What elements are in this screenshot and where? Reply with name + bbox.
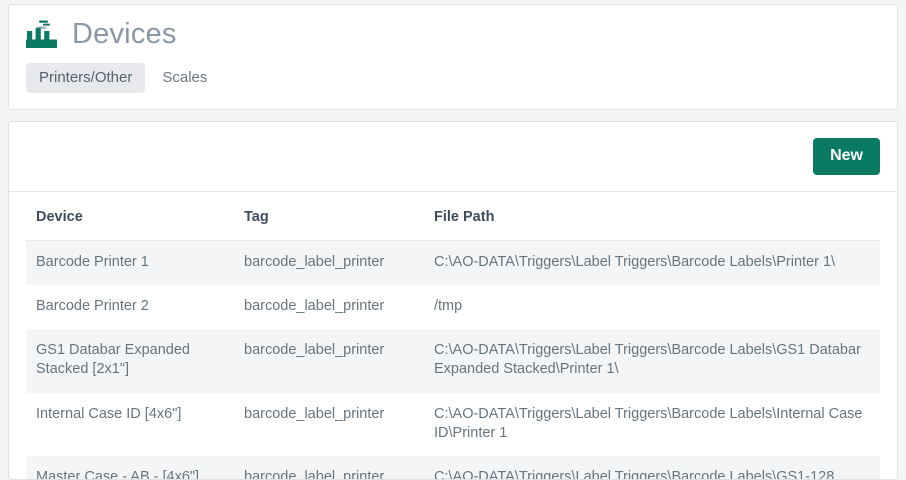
tab-bar: Printers/Other Scales [25,63,881,93]
column-header-device[interactable]: Device [26,192,234,241]
tab-scales[interactable]: Scales [162,69,208,86]
cell-device: Barcode Printer 2 [36,298,149,315]
table-row[interactable]: Master Case - AB - [4x6"] barcode_label_… [26,455,880,479]
table-header-row: Device Tag File Path [26,192,880,241]
cell-filepath: C:\AO-DATA\Triggers\Label Triggers\Barco… [424,329,880,393]
table-scroll-area[interactable]: Device Tag File Path Barcode Printer 1 b… [9,192,897,479]
table-row[interactable]: Internal Case ID [4x6"] barcode_label_pr… [26,393,880,456]
cell-device: Barcode Printer 1 [26,240,234,286]
table-row[interactable]: GS1 Databar Expanded Stacked [2x1"] barc… [26,329,880,393]
cell-filepath: C:\AO-DATA\Triggers\Label Triggers\Barco… [434,405,863,441]
cell-filepath: C:\AO-DATA\Triggers\Label Triggers\Barco… [424,455,880,479]
tab-printers-other[interactable]: Printers/Other [26,63,146,93]
table-row[interactable]: Barcode Printer 2 barcode_label_printer … [26,285,880,329]
devices-table-card: New Device Tag File Path [8,121,898,480]
cell-tag: barcode_label_printer [244,405,385,422]
cell-device: GS1 Databar Expanded Stacked [2x1"] [26,329,234,393]
cell-tag: barcode_label_printer [234,455,424,479]
title-row: Devices [25,19,881,49]
table-row[interactable]: Barcode Printer 1 barcode_label_printer … [26,240,880,286]
table-head: Device Tag File Path [26,192,880,241]
cell-tag: barcode_label_printer [244,298,385,315]
table-body: Barcode Printer 1 barcode_label_printer … [26,240,880,479]
column-header-filepath[interactable]: File Path [424,192,880,241]
cell-filepath: /tmp [434,298,463,315]
cell-tag: barcode_label_printer [234,329,424,393]
table-toolbar: New [9,122,897,192]
cell-tag: barcode_label_printer [234,240,424,286]
cell-device: Internal Case ID [4x6"] [36,405,182,422]
cell-filepath: C:\AO-DATA\Triggers\Label Triggers\Barco… [424,240,880,286]
new-button[interactable]: New [813,138,880,175]
page-header-card: Devices Printers/Other Scales [8,4,898,110]
factory-icon [25,19,59,49]
devices-table: Device Tag File Path Barcode Printer 1 b… [26,192,880,479]
column-header-tag[interactable]: Tag [234,192,424,241]
cell-device: Master Case - AB - [4x6"] [26,455,234,479]
page-title: Devices [72,17,177,50]
